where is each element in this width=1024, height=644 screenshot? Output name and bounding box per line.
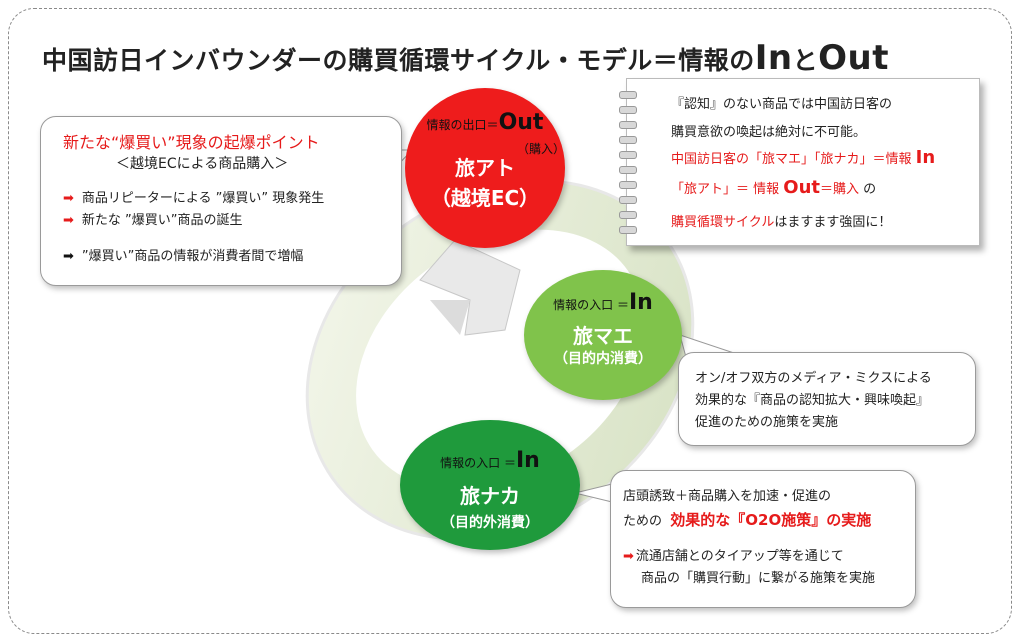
callout-line: 商品の「購買行動」に繋がる施策を実施 (641, 571, 876, 586)
arrow-right-icon: ➡ (63, 249, 74, 264)
callout-line: ための 効果的な『O2O施策』の実施 (623, 511, 872, 529)
outer-frame (8, 8, 1012, 634)
note-line: 「旅アト」＝ 情報 Out＝購入 の (671, 177, 877, 198)
callout-line: 効果的な『商品の認知拡大・興味喚起』 (695, 393, 930, 408)
callout-line: 促進のための施策を実施 (695, 415, 839, 430)
circle-tabi-mae: 情報の入口 ＝In 旅マエ （目的内消費） (524, 270, 682, 400)
note-line: 『認知』のない商品では中国訪日客の (671, 97, 893, 112)
circle-name: 旅マエ (573, 324, 633, 348)
note-line: 購買意欲の喚起は絶対に不可能。 (671, 125, 867, 140)
circle-subtitle: （目的内消費） (554, 351, 652, 367)
note-line: 購買循環サイクルはますます強固に！ (671, 215, 892, 230)
callout-line: ➡流通店舗とのタイアップ等を通じて (623, 549, 844, 564)
page-title: 中国訪日インバウンダーの購買循環サイクル・モデル＝情報のInとOut (42, 38, 890, 78)
circle-header: 情報の出口＝Out (426, 110, 544, 135)
notebook-note: 『認知』のない商品では中国訪日客の 購買意欲の喚起は絶対に不可能。 中国訪日客の… (619, 78, 980, 246)
circle-header: 情報の入口 ＝In (553, 290, 653, 315)
arrow-right-icon: ➡ (63, 213, 74, 228)
circle-tabi-ato: 情報の出口＝Out （購入） 旅アト （越境EC） (405, 88, 565, 248)
circle-note: （購入） (516, 142, 565, 156)
left-box-subheading: ＜越境ECによる商品購入＞ (116, 156, 289, 172)
circle-subtitle: （越境EC） (430, 186, 540, 210)
arrow-right-icon: ➡ (63, 191, 74, 206)
list-item: ➡商品リピーターによる ”爆買い” 現象発生 (63, 191, 325, 206)
circle-tabi-naka: 情報の入口 ＝In 旅ナカ （目的外消費） (400, 420, 580, 550)
circle-name: 旅アト (455, 156, 515, 180)
circle-subtitle: （目的外消費） (441, 515, 539, 531)
circle-header: 情報の入口 ＝In (440, 448, 540, 473)
circle-name: 旅ナカ (460, 484, 520, 508)
spiral-binding-icon (619, 91, 639, 241)
left-box-heading: 新たな“爆買い”現象の起爆ポイント (63, 133, 320, 152)
left-callout-box: 新たな“爆買い”現象の起爆ポイント ＜越境ECによる商品購入＞ ➡商品リピーター… (40, 116, 402, 286)
list-item: ➡”爆買い”商品の情報が消費者間で増幅 (63, 249, 304, 264)
arrow-right-icon: ➡ (623, 549, 634, 564)
callout-line: 店頭誘致＋商品購入を加速・促進の (623, 489, 832, 504)
note-line: 中国訪日客の「旅マエ」「旅ナカ」＝情報 In (671, 147, 936, 168)
list-item: ➡新たな ”爆買い”商品の誕生 (63, 213, 243, 228)
right-callout-box-2: 店頭誘致＋商品購入を加速・促進の ための 効果的な『O2O施策』の実施 ➡流通店… (610, 470, 916, 608)
right-callout-box-1: オン/オフ双方のメディア・ミクスによる 効果的な『商品の認知拡大・興味喚起』 促… (678, 352, 976, 446)
cycle-arrow (419, 239, 521, 336)
callout-line: オン/オフ双方のメディア・ミクスによる (695, 371, 932, 386)
